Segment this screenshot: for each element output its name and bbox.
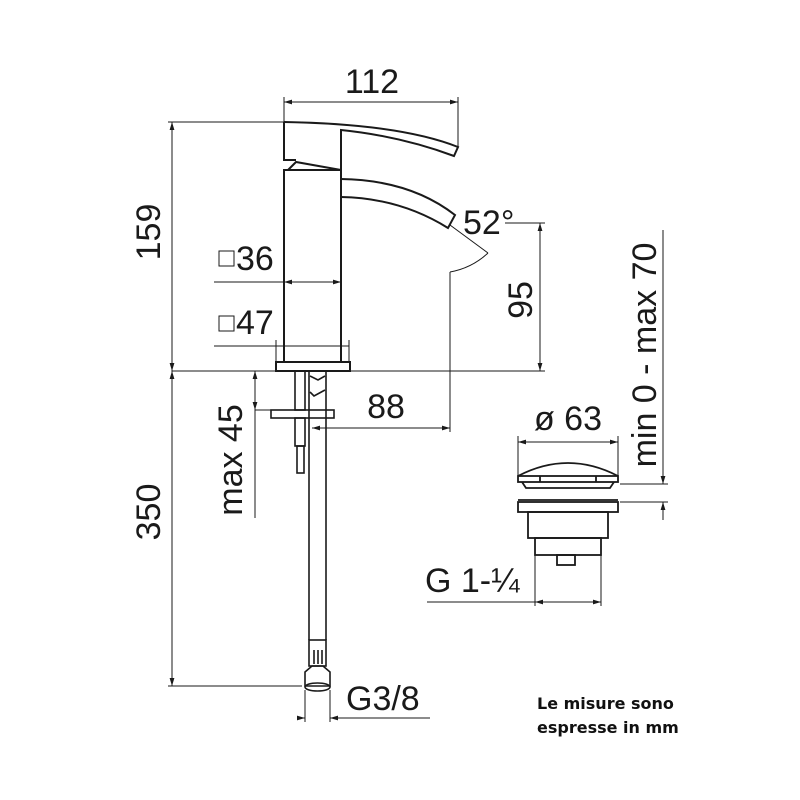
label-112: 112 [345, 63, 399, 101]
dimension-angle-52 [449, 224, 489, 432]
units-note-line1: Le misure sono [537, 694, 674, 713]
label-36: 36 [236, 240, 274, 278]
label-g114: G 1-¼ [425, 562, 520, 600]
label-95: 95 [502, 281, 540, 319]
label-g38: G3/8 [346, 680, 420, 718]
dimension-350 [168, 371, 302, 687]
dimension-g38 [297, 690, 430, 722]
square-icon [218, 315, 235, 332]
pop-up-waste [517, 462, 619, 566]
dimension-max-45 [252, 371, 271, 518]
label-88: 88 [367, 388, 405, 426]
faucet-body [275, 121, 460, 372]
dimension-square-47 [214, 340, 350, 362]
dimension-diameter-63 [517, 436, 619, 476]
label-350: 350 [130, 484, 168, 541]
dimension-112 [283, 97, 459, 148]
units-note-line2: espresse in mm [537, 718, 679, 737]
dimension-159 [168, 121, 284, 371]
label-47: 47 [236, 304, 274, 342]
mounting-kit [270, 370, 335, 640]
dimension-g114 [427, 555, 602, 606]
label-52-degrees: 52° [463, 204, 514, 242]
units-note: Le misure sono espresse in mm [537, 692, 679, 740]
label-max-45: max 45 [212, 404, 250, 516]
dimension-95 [172, 222, 545, 372]
label-159: 159 [130, 204, 168, 261]
square-icon [218, 250, 235, 267]
label-min0-max70: min 0 - max 70 [626, 243, 664, 468]
dimension-min0-max70 [620, 230, 668, 520]
hose-connector [304, 639, 331, 692]
label-diameter-63: ø 63 [534, 400, 602, 438]
